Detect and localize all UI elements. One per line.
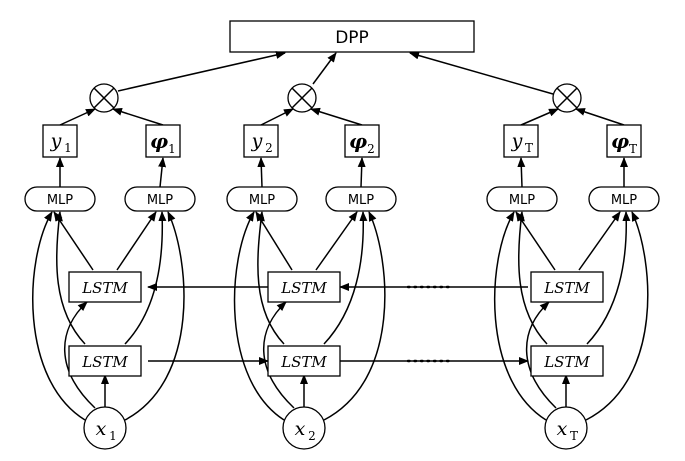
product2-to-dpp-arrow <box>312 52 337 85</box>
input-node-1 <box>83 406 127 450</box>
mlp-to-quality-arrow-1 <box>158 157 167 188</box>
lstm-top-to-mlp-left-arrow-1 <box>53 211 94 271</box>
lstm-label: LSTM <box>280 279 327 297</box>
lstm-top-1 <box>68 271 142 303</box>
input-to-mlp-left-arrow-2 <box>233 211 285 421</box>
lstm-bottom-to-mlp-left-arrow-T <box>516 211 548 345</box>
mlp-left-2 <box>226 186 298 212</box>
quality-box-1 <box>145 124 181 158</box>
product-cross-line-b <box>291 87 313 109</box>
lstm-top-to-mlp-right-arrow-T <box>578 211 621 271</box>
dpp-box <box>229 20 475 53</box>
output-var-subscript: 2 <box>265 141 273 155</box>
lstm-top-to-mlp-right-arrow-1 <box>116 211 157 271</box>
output-var-label: y <box>50 130 62 152</box>
output-var-subscript: 1 <box>64 141 72 155</box>
input-node-T <box>544 406 588 450</box>
input-to-lstm-top-arrow-1 <box>64 301 96 409</box>
input-var-label: x <box>96 418 107 440</box>
lstm-bottom-to-mlp-left-arrow-1 <box>54 211 86 345</box>
mlp-to-quality-arrow-2 <box>357 157 366 188</box>
output-box-2 <box>243 124 279 158</box>
lstm-label: LSTM <box>280 353 327 371</box>
productT-to-dpp-arrow <box>409 51 554 95</box>
output-var-label: y <box>251 130 263 152</box>
lstm-label: LSTM <box>543 279 590 297</box>
mlp-label: MLP <box>509 193 535 208</box>
quality-box-2 <box>344 124 380 158</box>
input-var-subscript: 2 <box>308 429 316 443</box>
lstm-bottom-T <box>530 345 604 377</box>
quality-var-subscript: 1 <box>168 142 176 156</box>
lstm-label: LSTM <box>543 353 590 371</box>
mlp-label: MLP <box>47 193 73 208</box>
lstm-label: LSTM <box>81 279 128 297</box>
mlp-left-T <box>486 186 558 212</box>
input-var-label: x <box>557 418 568 440</box>
dpp-label: DPP <box>335 28 369 48</box>
quality-var-label: φ <box>150 129 168 153</box>
input-to-mlp-left-arrow-T <box>493 211 547 421</box>
output-var-subscript: T <box>525 141 533 155</box>
mlp-left-1 <box>24 186 96 212</box>
lstm-bottom-2 <box>267 345 341 377</box>
input-node-2 <box>282 406 326 450</box>
lstm-bottom-1 <box>68 345 142 377</box>
product-cross-line-b <box>93 87 115 109</box>
mlp-right-2 <box>325 186 397 212</box>
lstm-top-T <box>530 271 604 303</box>
input-var-subscript: T <box>570 429 578 443</box>
phi-to-product-arrow-T <box>575 108 625 126</box>
mlp-label: MLP <box>147 193 173 208</box>
quality-var-label: φ <box>611 129 629 153</box>
mlp-label: MLP <box>249 193 275 208</box>
output-box-1 <box>42 124 78 158</box>
mlp-to-output-arrow-T <box>517 157 526 188</box>
output-var-label: y <box>511 130 523 152</box>
input-to-mlp-right-arrow-2 <box>323 211 386 421</box>
lstm-bottom-to-mlp-left-arrow-2 <box>256 211 285 345</box>
mlp-right-1 <box>124 186 196 212</box>
phi-to-product-arrow-1 <box>112 107 164 126</box>
lstm-label: LSTM <box>81 353 128 371</box>
input-to-mlp-left-arrow-1 <box>32 211 86 421</box>
lstm-bottom-to-mlp-right-arrow-1 <box>124 211 167 345</box>
quality-var-subscript: T <box>629 142 637 156</box>
quality-box-T <box>606 124 642 158</box>
product-cross-line-b <box>556 87 578 109</box>
quality-var-label: φ <box>349 129 367 153</box>
lstm-bottom-to-mlp-right-arrow-2 <box>323 211 368 345</box>
lstm-top-to-mlp-right-arrow-2 <box>315 211 358 271</box>
input-var-subscript: 1 <box>109 429 117 443</box>
lstm-bottom-to-mlp-right-arrow-T <box>586 211 631 345</box>
input-to-lstm-top-arrow-T <box>525 301 557 409</box>
phi-to-product-arrow-2 <box>310 107 363 126</box>
input-to-mlp-right-arrow-T <box>585 211 649 421</box>
mlp-label: MLP <box>348 193 374 208</box>
y-to-product-arrow-1 <box>59 108 96 126</box>
mlp-to-output-arrow-2 <box>257 157 266 188</box>
input-var-label: x <box>295 418 306 440</box>
y-to-product-arrow-T <box>520 108 559 126</box>
lstm-top-2 <box>267 271 341 303</box>
mlp-label: MLP <box>611 193 637 208</box>
lstm-top-to-mlp-left-arrow-2 <box>255 211 293 271</box>
output-box-T <box>503 124 539 158</box>
quality-var-subscript: 2 <box>367 142 375 156</box>
mlp-right-T <box>588 186 660 212</box>
input-to-lstm-top-arrow-2 <box>263 301 295 409</box>
product1-to-dpp-arrow <box>117 51 286 92</box>
lstm-top-to-mlp-left-arrow-T <box>515 211 556 271</box>
y-to-product-arrow-2 <box>260 108 294 126</box>
input-to-mlp-right-arrow-1 <box>124 211 185 421</box>
